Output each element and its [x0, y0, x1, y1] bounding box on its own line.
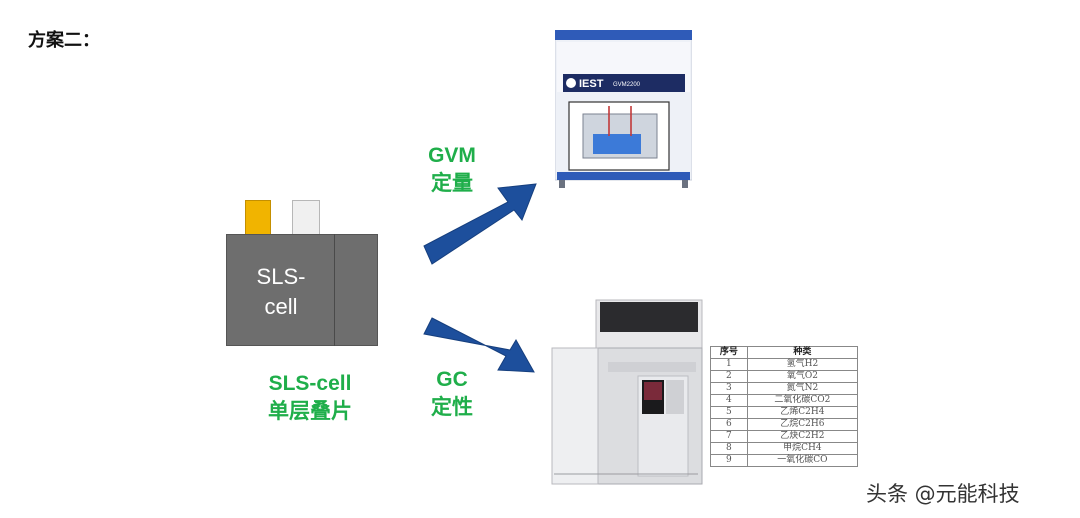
- cell-tab-positive: [245, 200, 271, 236]
- cell-caption-line1: SLS-cell: [268, 372, 352, 395]
- cell-tab-negative: [292, 200, 320, 236]
- row-species: 氧气O2: [746, 370, 859, 383]
- table-header-index: 序号: [710, 346, 748, 359]
- gc-label-line2: 定性: [431, 396, 473, 419]
- cell-caption: SLS-cell 单层叠片: [244, 370, 376, 426]
- row-species: 一氧化碳CO: [746, 454, 859, 467]
- watermark: 头条 @元能科技: [866, 482, 1020, 506]
- cell-name-line2: cell: [264, 294, 298, 319]
- arrow-up-right-icon: [423, 183, 537, 265]
- row-species: 甲烷CH4: [746, 442, 859, 455]
- row-index: 3: [710, 382, 748, 395]
- cell-divider: [334, 234, 335, 346]
- flow-arrows: [423, 183, 537, 373]
- row-species: 乙炔C2H2: [746, 430, 859, 443]
- row-index: 4: [710, 394, 748, 407]
- row-index: 6: [710, 418, 748, 431]
- row-index: 2: [710, 370, 748, 383]
- row-index: 9: [710, 454, 748, 467]
- gvm-label-line1: GVM: [428, 144, 476, 167]
- gvm-model: GVM2200: [613, 82, 641, 88]
- row-species: 氮气N2: [746, 382, 859, 395]
- gvm-instrument-image: IEST GVM2200: [555, 30, 692, 188]
- gc-label: GC 定性: [412, 366, 492, 422]
- row-index: 7: [710, 430, 748, 443]
- section-heading: 方案二：: [28, 30, 100, 51]
- row-index: 1: [710, 358, 748, 371]
- gc-instrument-image: [551, 299, 703, 485]
- gvm-brand: IEST: [579, 78, 604, 90]
- row-species: 乙烯C2H4: [746, 406, 859, 419]
- table-header-row: 序号 种类: [710, 346, 859, 359]
- table-header-species: 种类: [746, 346, 859, 359]
- arrow-down-right-icon: [423, 317, 535, 373]
- gc-label-line1: GC: [436, 368, 468, 391]
- cell-name-line1: SLS-: [256, 264, 306, 289]
- cell-name: SLS- cell: [234, 262, 328, 322]
- cell-body: [226, 234, 378, 346]
- row-species: 二氧化碳CO2: [746, 394, 859, 407]
- cell-caption-line2: 单层叠片: [268, 400, 352, 423]
- row-index: 5: [710, 406, 748, 419]
- row-species: 氢气H2: [746, 358, 859, 371]
- row-index: 8: [710, 442, 748, 455]
- gvm-label-line2: 定量: [431, 172, 473, 195]
- row-species: 乙烷C2H6: [746, 418, 859, 431]
- gvm-label: GVM 定量: [412, 142, 492, 198]
